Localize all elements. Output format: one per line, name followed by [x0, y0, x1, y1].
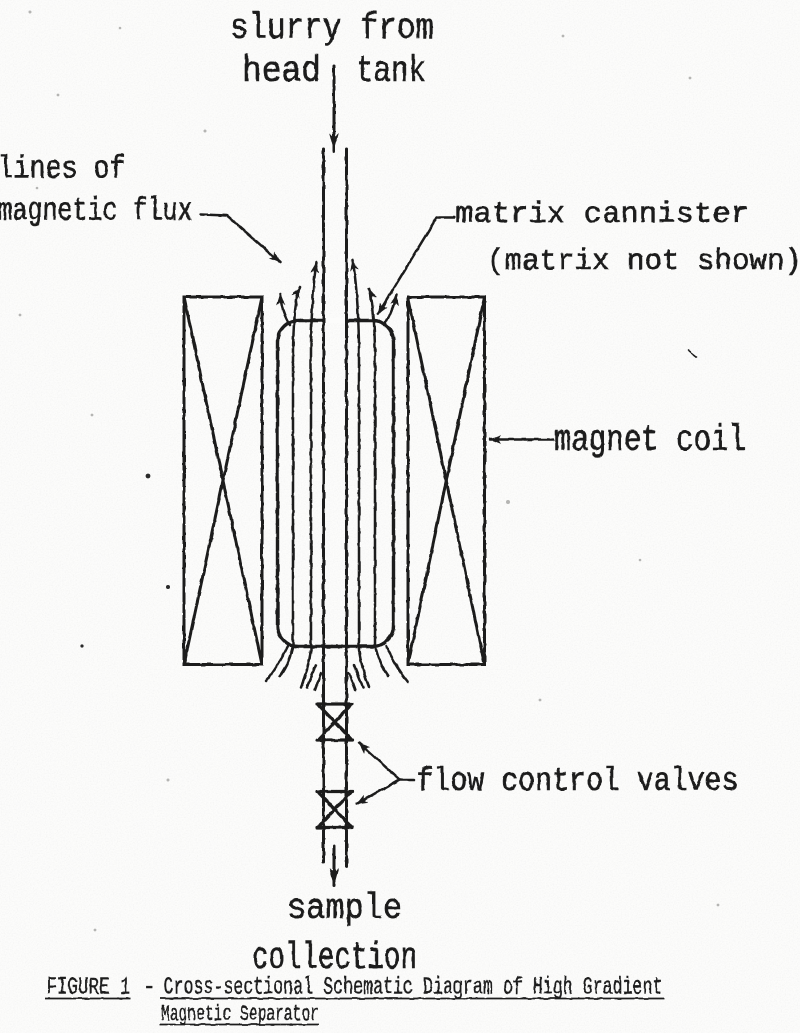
svg-text:collection: collection: [252, 937, 417, 980]
svg-text:(matrix not shown): (matrix not shown): [487, 245, 800, 279]
svg-text:Cross-sectional Schematic Diag: Cross-sectional Schematic Diagram of Hig…: [164, 975, 663, 1002]
svg-text:matrix cannister: matrix cannister: [455, 198, 749, 232]
svg-text:head: head: [242, 51, 321, 93]
svg-text:tank: tank: [356, 51, 426, 93]
svg-text:lines of: lines of: [0, 151, 126, 188]
svg-text:slurry from: slurry from: [230, 8, 434, 50]
svg-text:magnetic flux: magnetic flux: [0, 193, 193, 230]
svg-text:magnet coil: magnet coil: [554, 420, 746, 462]
svg-text:flow control valves: flow control valves: [417, 763, 739, 800]
svg-text:FIGURE 1: FIGURE 1: [47, 975, 131, 1002]
svg-text:-: -: [143, 975, 155, 1002]
svg-text:sample: sample: [287, 888, 402, 929]
svg-text:Magnetic Separator: Magnetic Separator: [161, 1002, 319, 1027]
